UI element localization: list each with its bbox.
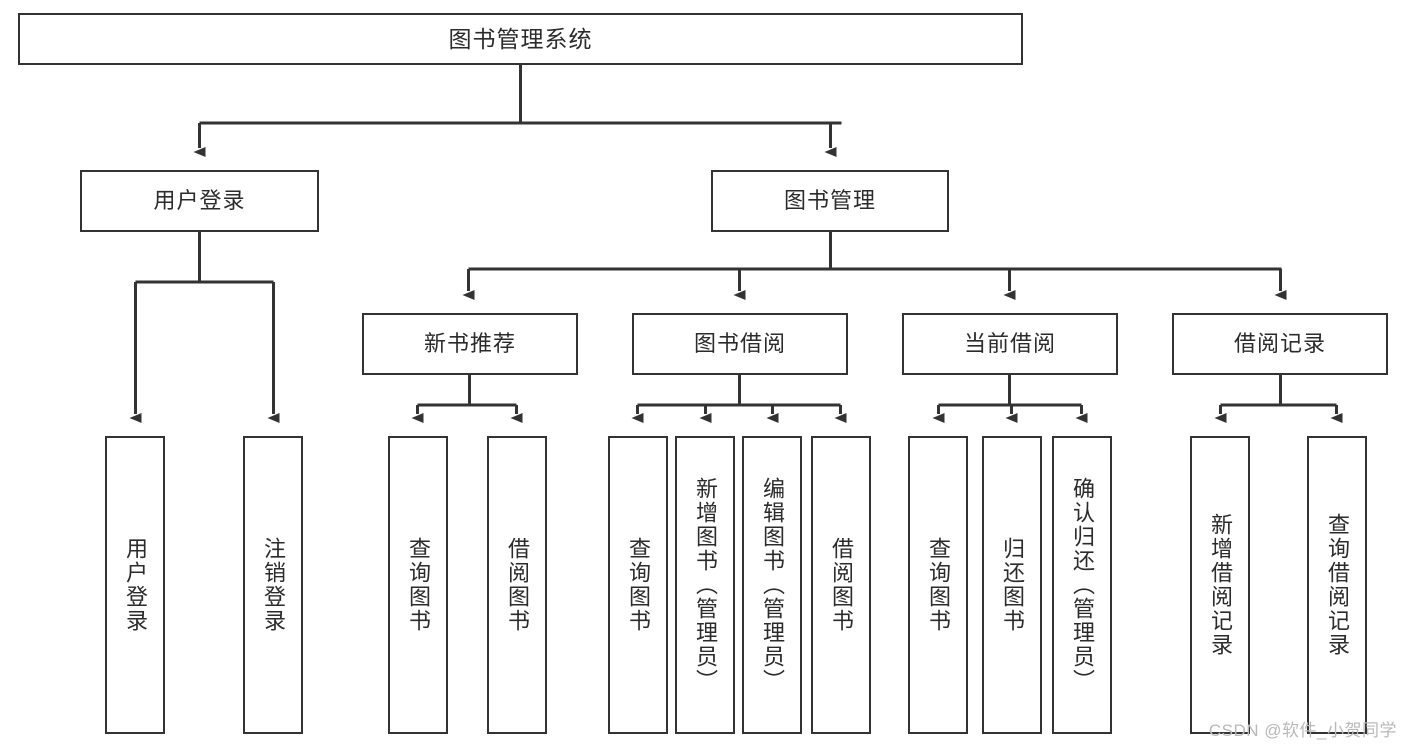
node-user-login-label: 用户登录 — [153, 188, 246, 214]
node-book-borrow[interactable]: 图书借阅 — [632, 313, 848, 375]
node-leaf-query-record[interactable]: 查询借阅记录 — [1307, 436, 1367, 734]
node-leaf-user-logout-label: 注销登录 — [260, 537, 286, 633]
node-leaf-edit-book-label: 编辑图书（管理员） — [759, 477, 785, 693]
node-leaf-query-book-2-label: 查询图书 — [625, 537, 651, 633]
node-leaf-borrow-book-1-label: 借阅图书 — [504, 537, 530, 633]
node-leaf-user-login[interactable]: 用户登录 — [105, 436, 165, 734]
watermark-text: CSDN @软件_小贺同学 — [1208, 721, 1397, 740]
node-leaf-return-book-label: 归还图书 — [999, 537, 1025, 633]
node-user-login[interactable]: 用户登录 — [80, 170, 319, 232]
node-current-borrow-label: 当前借阅 — [963, 331, 1056, 357]
node-leaf-borrow-book-2-label: 借阅图书 — [828, 537, 854, 633]
node-leaf-borrow-book-2[interactable]: 借阅图书 — [811, 436, 871, 734]
node-leaf-query-book-2[interactable]: 查询图书 — [608, 436, 668, 734]
node-leaf-query-book-3[interactable]: 查询图书 — [908, 436, 968, 734]
node-leaf-return-book[interactable]: 归还图书 — [982, 436, 1042, 734]
node-leaf-confirm-return[interactable]: 确认归还（管理员） — [1052, 436, 1112, 734]
node-root-system-label: 图书管理系统 — [448, 25, 593, 52]
node-book-manage[interactable]: 图书管理 — [711, 170, 949, 232]
node-leaf-confirm-return-label: 确认归还（管理员） — [1069, 477, 1095, 693]
node-leaf-add-book[interactable]: 新增图书（管理员） — [675, 436, 735, 734]
node-current-borrow[interactable]: 当前借阅 — [902, 313, 1118, 375]
node-leaf-user-login-label: 用户登录 — [122, 537, 148, 633]
node-leaf-add-book-label: 新增图书（管理员） — [692, 477, 718, 693]
node-book-manage-label: 图书管理 — [783, 188, 876, 214]
node-leaf-user-logout[interactable]: 注销登录 — [243, 436, 303, 734]
node-borrow-record-label: 借阅记录 — [1233, 331, 1326, 357]
node-leaf-query-book-1-label: 查询图书 — [405, 537, 431, 633]
node-new-book-rec[interactable]: 新书推荐 — [362, 313, 578, 375]
node-borrow-record[interactable]: 借阅记录 — [1172, 313, 1388, 375]
node-book-borrow-label: 图书借阅 — [693, 331, 786, 357]
node-leaf-edit-book[interactable]: 编辑图书（管理员） — [742, 436, 802, 734]
node-root-system[interactable]: 图书管理系统 — [18, 13, 1023, 65]
node-leaf-query-book-3-label: 查询图书 — [925, 537, 951, 633]
node-leaf-query-book-1[interactable]: 查询图书 — [388, 436, 448, 734]
node-leaf-query-record-label: 查询借阅记录 — [1324, 513, 1350, 657]
node-leaf-add-record[interactable]: 新增借阅记录 — [1190, 436, 1250, 734]
node-new-book-rec-label: 新书推荐 — [423, 331, 516, 357]
node-leaf-add-record-label: 新增借阅记录 — [1207, 513, 1233, 657]
node-leaf-borrow-book-1[interactable]: 借阅图书 — [487, 436, 547, 734]
